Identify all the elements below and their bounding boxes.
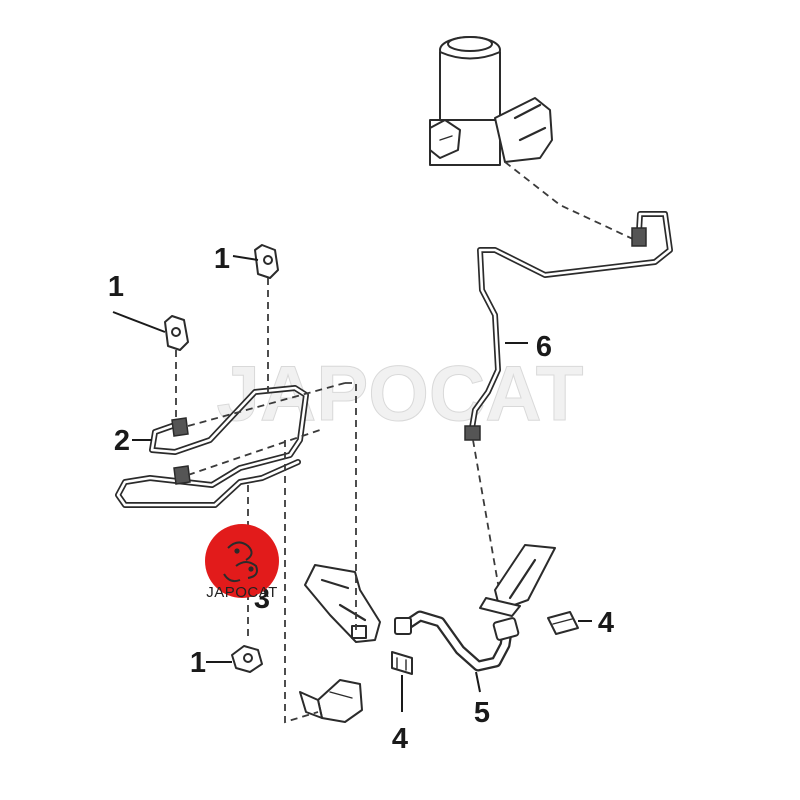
clip-4-right <box>547 611 579 635</box>
clutch-flexible-hose-5 <box>394 610 520 672</box>
pipe-bracket-3 <box>304 564 381 643</box>
clip-4-bottom <box>391 651 413 675</box>
callout-4-bottom: 4 <box>392 723 408 755</box>
callout-6: 6 <box>536 331 552 363</box>
callout-5: 5 <box>474 697 490 729</box>
callout-1-bottom: 1 <box>190 647 206 679</box>
clutch-master-cylinder <box>429 36 553 166</box>
clutch-pipe-2 <box>115 385 309 508</box>
clutch-release-cylinder <box>299 679 363 723</box>
logo-text: JAPOCAT <box>206 584 278 601</box>
callout-1-left: 1 <box>108 271 124 303</box>
callout-2: 2 <box>114 425 130 457</box>
hose-bracket-right <box>479 544 556 617</box>
logo-red-circle <box>205 524 279 598</box>
pipe-clamp-1-bottom <box>231 645 263 673</box>
logo-cat-icon <box>223 541 258 583</box>
callout-4-right: 4 <box>598 607 614 639</box>
clutch-pipe-6 <box>464 211 673 441</box>
pipe-clamp-1-top <box>254 244 279 279</box>
callout-1-top: 1 <box>214 243 230 275</box>
watermark-text: JAPOCAT <box>217 349 584 437</box>
pipe-clamp-1-left <box>164 315 189 351</box>
japocat-logo: JAPOCAT <box>205 524 279 601</box>
